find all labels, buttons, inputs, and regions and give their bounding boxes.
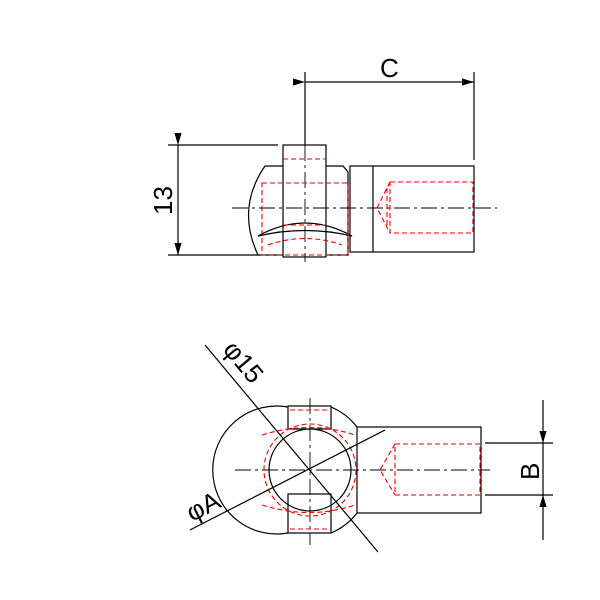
- label-b: B: [515, 463, 545, 480]
- label-13: 13: [148, 186, 178, 215]
- dimension-15-line: [204, 344, 379, 553]
- top-view: C 13: [148, 53, 497, 262]
- dimension-a-line: [189, 429, 386, 531]
- front-view: φ15 φA B: [181, 335, 553, 553]
- label-phi-a: φA: [181, 485, 226, 528]
- label-c: C: [380, 53, 399, 83]
- label-phi15: φ15: [217, 335, 269, 389]
